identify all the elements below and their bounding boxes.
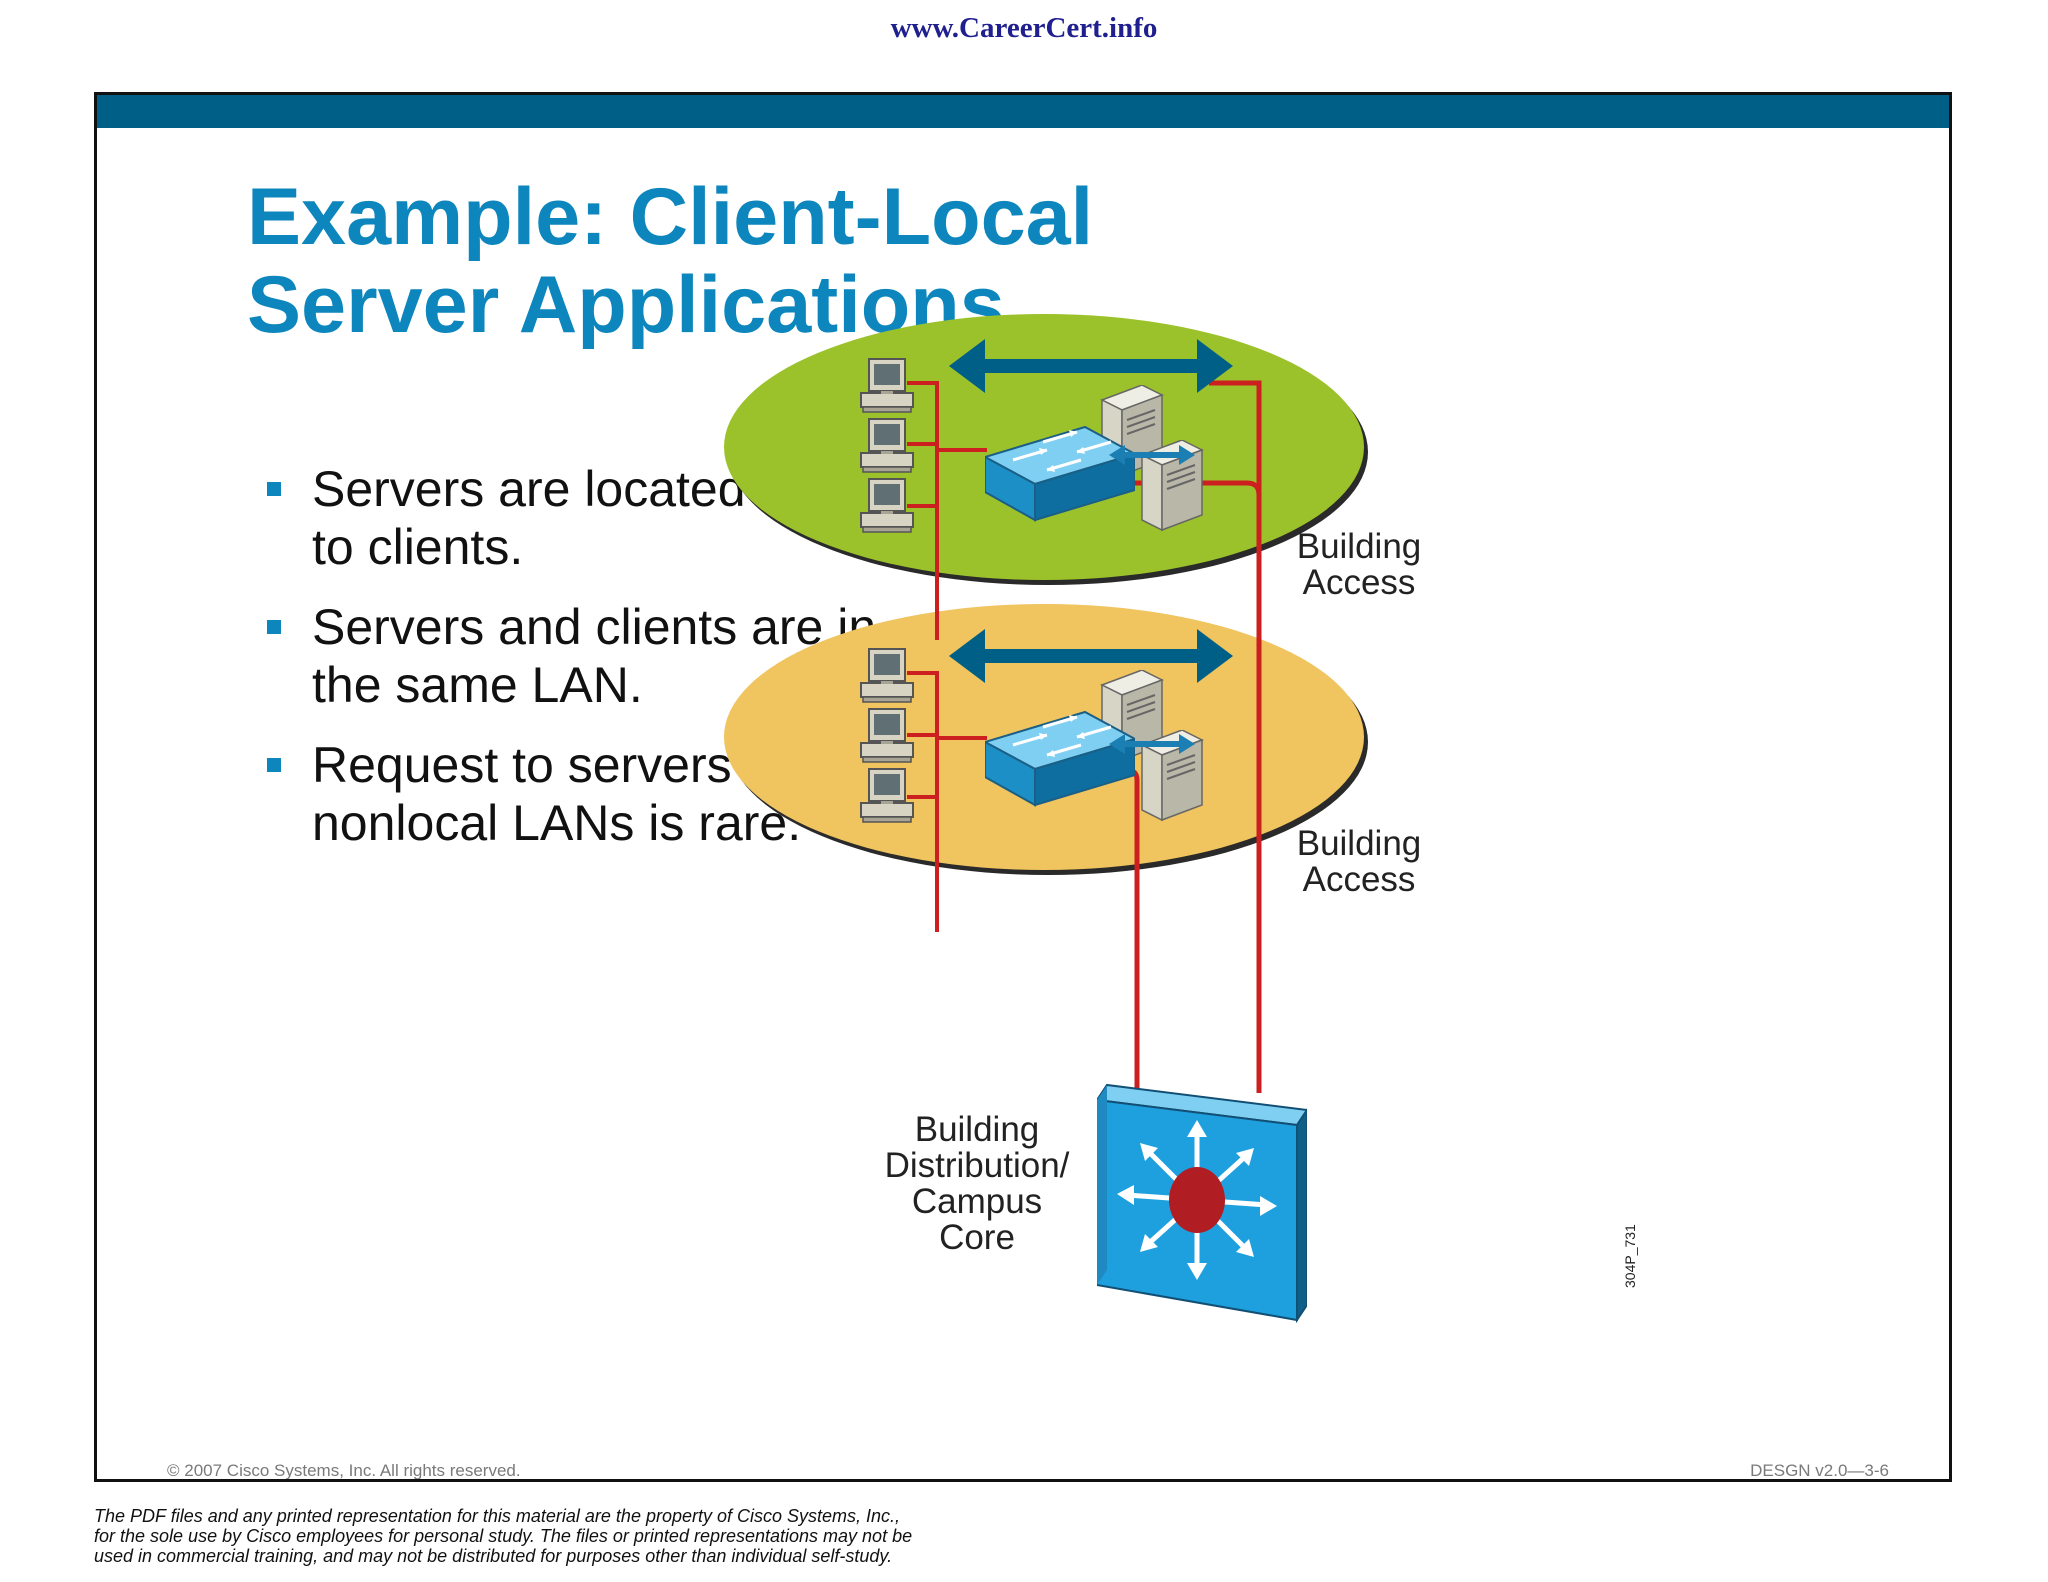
bullet-text-line: the same LAN. <box>312 657 643 713</box>
slide-code: DESGN v2.0—3-6 <box>1750 1461 1889 1480</box>
double-arrow-icon <box>949 339 1233 393</box>
core-label-line: Building <box>915 1110 1040 1149</box>
pc-icon <box>860 708 914 763</box>
zone-label-top-line: Access <box>1303 563 1416 602</box>
bullet-text-line: Servers and clients are in <box>312 599 877 655</box>
pc-icon <box>860 418 914 473</box>
pc-links-top <box>907 381 987 640</box>
bullet-text-line: to clients. <box>312 519 524 575</box>
site-url: www.CareerCert.info <box>890 12 1158 44</box>
figure-id: 304P_731 <box>1622 1224 1638 1288</box>
copyright: © 2007 Cisco Systems, Inc. All rights re… <box>167 1461 521 1480</box>
slide-header-bar <box>97 95 1949 128</box>
double-arrow-icon <box>949 629 1233 683</box>
square-bullet-icon <box>267 482 281 496</box>
network-diagram: Building Access Building Access Building… <box>724 314 1638 1479</box>
square-bullet-icon <box>267 620 281 634</box>
square-bullet-icon <box>267 758 281 772</box>
slide-title-line: Example: Client-Local <box>247 172 1094 262</box>
double-arrow-icon <box>1109 445 1195 465</box>
pc-icon <box>860 768 914 823</box>
core-label-line: Core <box>939 1218 1015 1257</box>
zone-label-bottom-line: Building <box>1297 824 1422 863</box>
double-arrow-icon <box>1109 734 1195 754</box>
zone-label-top-line: Building <box>1297 527 1422 566</box>
core-label-line: Campus <box>912 1182 1042 1221</box>
pc-icon <box>860 478 914 533</box>
pc-icon <box>860 648 914 703</box>
core-label-line: Distribution/ <box>885 1146 1070 1185</box>
zone-label-bottom-line: Access <box>1303 860 1416 899</box>
slide: Example: Client-Local Server Application… <box>94 92 1952 1482</box>
pc-icon <box>860 358 914 413</box>
disclaimer-line: for the sole use by Cisco employees for … <box>94 1526 913 1546</box>
bullet-item: Servers and clients are in the same LAN. <box>267 598 987 714</box>
pc-links-bottom <box>907 671 987 932</box>
disclaimer: The PDF files and any printed representa… <box>94 1506 1194 1566</box>
bullet-text-line: nonlocal LANs is rare. <box>312 795 802 851</box>
disclaimer-line: The PDF files and any printed representa… <box>94 1506 901 1526</box>
disclaimer-line: used in commercial training, and may not… <box>94 1546 893 1566</box>
multilayer-switch-icon <box>1097 1085 1307 1320</box>
